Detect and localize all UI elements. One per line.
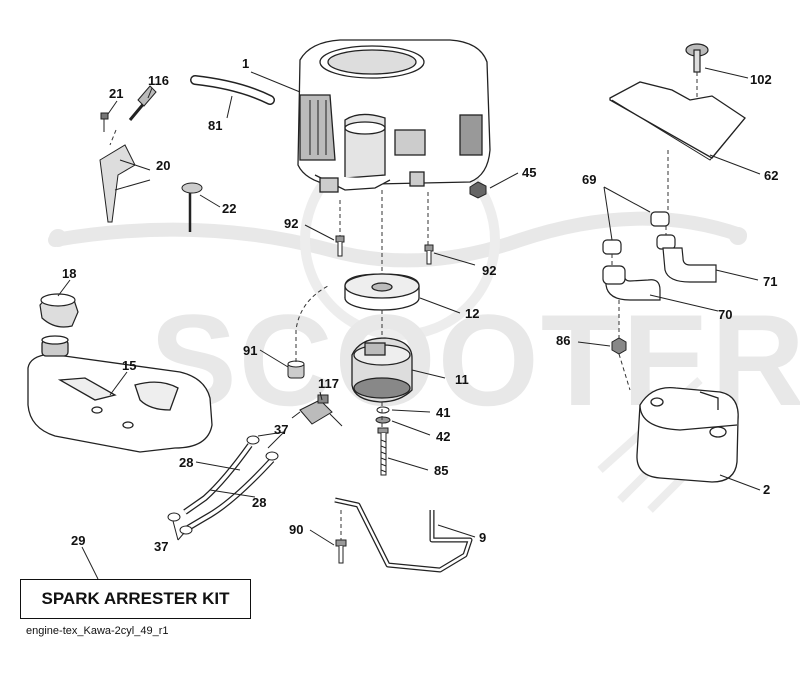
callout-15: 15 — [122, 358, 136, 373]
callout-45: 45 — [522, 165, 536, 180]
nut-45 — [469, 181, 487, 199]
callout-11: 11 — [455, 372, 469, 387]
bushing-91 — [287, 360, 305, 379]
pto-clutch — [351, 337, 413, 403]
callout-85: 85 — [434, 463, 448, 478]
throttle-assembly — [99, 85, 203, 232]
callout-12: 12 — [465, 306, 479, 321]
spark-arrester-kit-label: SPARK ARRESTER KIT — [41, 589, 230, 608]
callout-70: 70 — [718, 307, 732, 322]
callout-leaders — [57, 67, 761, 580]
callout-86: 86 — [556, 333, 570, 348]
washer-42 — [375, 416, 391, 424]
callout-29: 29 — [71, 533, 85, 548]
diagram-caption: engine-tex_Kawa-2cyl_49_r1 — [26, 625, 169, 637]
callout-62: 62 — [764, 168, 778, 183]
exhaust-pipes — [602, 211, 717, 301]
callout-20: 20 — [156, 158, 170, 173]
callout-37-lower: 37 — [154, 539, 168, 554]
bolt-92-right — [424, 244, 434, 265]
callout-117: 117 — [318, 376, 339, 391]
callout-92-left: 92 — [284, 216, 298, 231]
fuel-tank — [27, 335, 213, 453]
callout-21: 21 — [109, 86, 123, 101]
fuel-valve-117 — [291, 394, 343, 427]
fuel-cap — [39, 293, 79, 328]
callout-92-right: 92 — [482, 263, 496, 278]
fuel-hose-upper — [183, 443, 253, 515]
callout-28-lower: 28 — [252, 495, 266, 510]
callout-90: 90 — [289, 522, 303, 537]
assembly-lines — [109, 72, 698, 540]
callout-116: 116 — [148, 73, 169, 88]
callout-102: 102 — [750, 72, 772, 87]
bolt-90 — [335, 539, 347, 564]
muffler — [636, 386, 739, 483]
washer-41 — [376, 406, 390, 414]
heat-shield-plate — [609, 81, 746, 159]
callout-22: 22 — [222, 201, 236, 216]
callout-18: 18 — [62, 266, 76, 281]
callout-91: 91 — [243, 343, 257, 358]
nut-86 — [611, 337, 627, 355]
callout-81: 81 — [208, 118, 222, 133]
bolt-85 — [377, 427, 389, 476]
control-rod-9 — [334, 497, 473, 573]
pulley — [344, 273, 420, 311]
callout-69: 69 — [582, 172, 596, 187]
callout-41: 41 — [436, 405, 450, 420]
callout-9: 9 — [479, 530, 486, 545]
callout-42: 42 — [436, 429, 450, 444]
callout-71: 71 — [763, 274, 777, 289]
knob-102 — [685, 43, 709, 73]
spark-arrester-kit-box: SPARK ARRESTER KIT — [20, 579, 251, 619]
hose-clamps — [167, 435, 279, 535]
callout-37-upper: 37 — [274, 422, 288, 437]
callout-1: 1 — [242, 56, 249, 71]
callout-2: 2 — [763, 482, 770, 497]
callout-28-upper: 28 — [179, 455, 193, 470]
engine — [297, 39, 491, 193]
